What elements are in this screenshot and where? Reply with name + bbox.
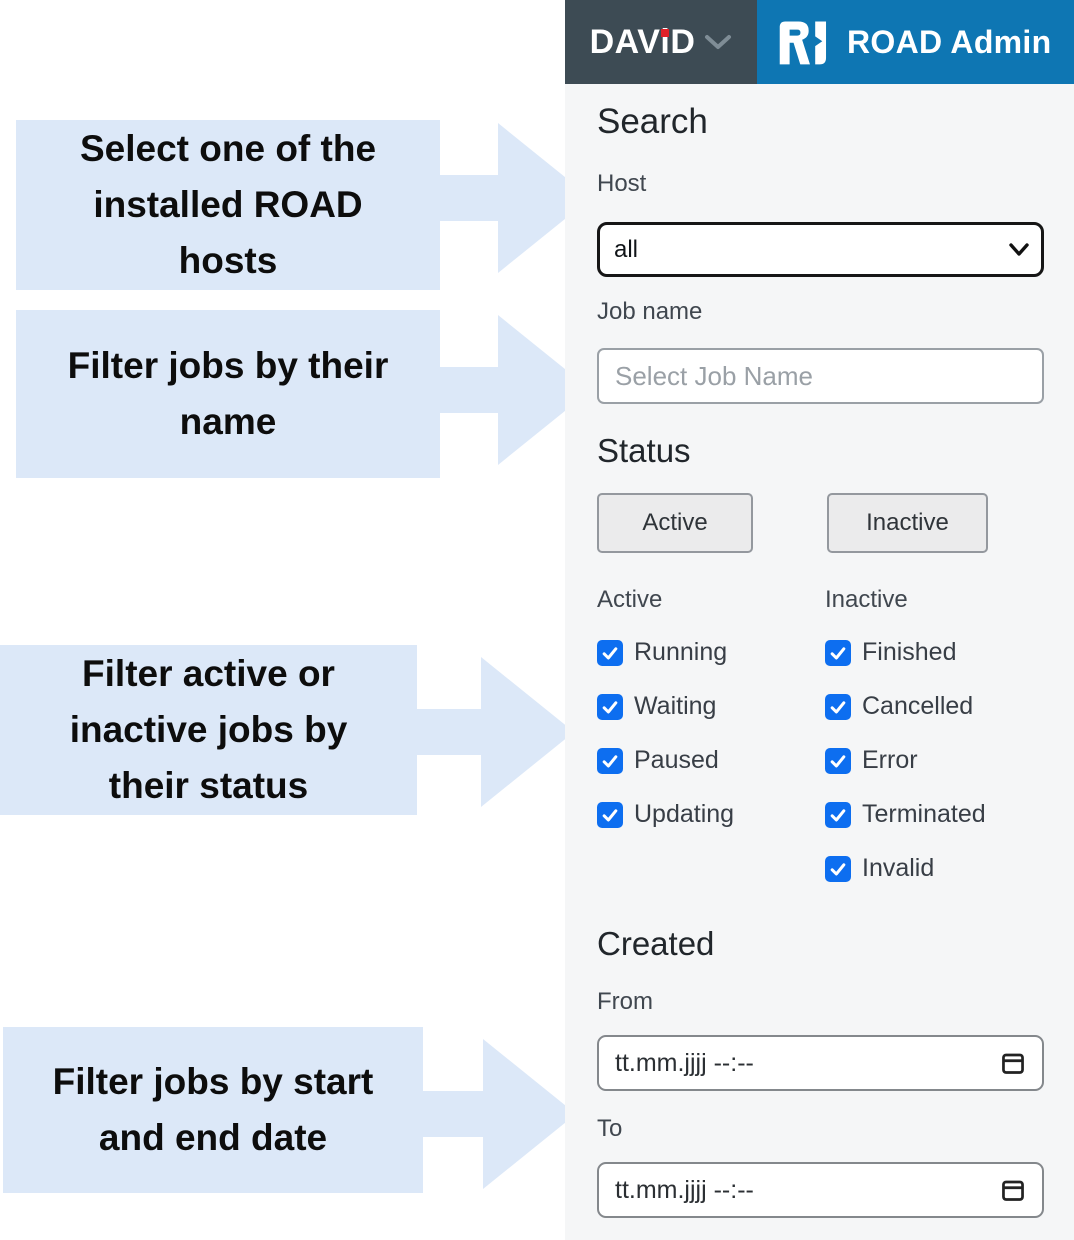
arrow-stem xyxy=(423,1091,485,1137)
date-placeholder-text: tt.mm.jjjj --:-- xyxy=(615,1048,754,1077)
checkbox-label: Terminated xyxy=(862,800,986,828)
inactive-group-label: Inactive xyxy=(825,586,908,613)
checkbox-paused[interactable]: Paused xyxy=(597,746,719,775)
active-group-label: Active xyxy=(597,586,663,613)
arrow-stem xyxy=(438,367,500,413)
checkbox-label: Invalid xyxy=(862,854,935,882)
checkbox-checked-icon[interactable] xyxy=(825,639,851,666)
host-select-wrap: all xyxy=(597,222,1044,277)
job-name-label: Job name xyxy=(597,298,703,325)
callout-text: Filter jobs by their name xyxy=(67,344,389,442)
checkbox-checked-icon[interactable] xyxy=(597,639,623,666)
arrow-stem xyxy=(438,175,500,221)
host-label: Host xyxy=(597,170,647,197)
checkbox-checked-icon[interactable] xyxy=(597,693,623,720)
checkbox-label: Updating xyxy=(634,800,735,828)
app-title-bar: ROAD Admin xyxy=(757,0,1074,84)
search-section-title: Search xyxy=(597,102,708,141)
checkbox-finished[interactable]: Finished xyxy=(825,638,957,667)
checkbox-waiting[interactable]: Waiting xyxy=(597,692,716,721)
checkbox-label: Paused xyxy=(634,746,719,774)
checkbox-label: Finished xyxy=(862,638,957,666)
callout-filter-date: Filter jobs by start and end date xyxy=(3,1027,423,1193)
checkbox-terminated[interactable]: Terminated xyxy=(825,800,986,829)
callout-text: Filter jobs by start and end date xyxy=(52,1060,374,1158)
status-section-title: Status xyxy=(597,432,691,469)
callout-text: Select one of the installed ROAD hosts xyxy=(79,127,377,282)
checkbox-label: Error xyxy=(862,746,918,774)
checkbox-updating[interactable]: Updating xyxy=(597,800,734,829)
arrow-right-icon xyxy=(481,657,574,807)
app-title: ROAD Admin xyxy=(847,23,1052,60)
calendar-icon[interactable] xyxy=(1000,1050,1026,1076)
checkbox-checked-icon[interactable] xyxy=(597,747,623,774)
checkbox-checked-icon[interactable] xyxy=(597,801,623,828)
arrow-stem xyxy=(417,709,483,755)
from-label: From xyxy=(597,988,653,1015)
inactive-filter-button[interactable]: Inactive xyxy=(827,493,988,553)
created-section-title: Created xyxy=(597,925,715,962)
chevron-down-icon xyxy=(705,34,732,49)
callout-text: Filter active or inactive jobs by their … xyxy=(69,652,348,807)
checkbox-cancelled[interactable]: Cancelled xyxy=(825,692,973,721)
date-placeholder-text: tt.mm.jjjj --:-- xyxy=(615,1175,754,1204)
checkbox-label: Running xyxy=(634,638,728,666)
checkbox-checked-icon[interactable] xyxy=(825,801,851,828)
arrow-right-icon xyxy=(483,1039,576,1189)
job-name-input[interactable] xyxy=(597,348,1044,404)
checkbox-label: Cancelled xyxy=(862,692,974,720)
to-date-input[interactable]: tt.mm.jjjj --:-- xyxy=(597,1162,1044,1218)
calendar-icon[interactable] xyxy=(1000,1177,1026,1203)
host-select[interactable]: all xyxy=(597,222,1044,277)
callout-select-host: Select one of the installed ROAD hosts xyxy=(16,120,440,290)
checkbox-running[interactable]: Running xyxy=(597,638,727,667)
checkbox-checked-icon[interactable] xyxy=(825,693,851,720)
checkbox-label: Waiting xyxy=(634,692,717,720)
from-date-input[interactable]: tt.mm.jjjj --:-- xyxy=(597,1035,1044,1091)
to-label: To xyxy=(597,1115,623,1142)
road-logo-icon xyxy=(779,21,827,65)
checkbox-invalid[interactable]: Invalid xyxy=(825,854,934,883)
checkbox-checked-icon[interactable] xyxy=(825,855,851,882)
checkbox-error[interactable]: Error xyxy=(825,746,918,775)
active-filter-button[interactable]: Active xyxy=(597,493,753,553)
callout-filter-name: Filter jobs by their name xyxy=(16,310,440,478)
checkbox-checked-icon[interactable] xyxy=(825,747,851,774)
callout-filter-status: Filter active or inactive jobs by their … xyxy=(0,645,417,815)
